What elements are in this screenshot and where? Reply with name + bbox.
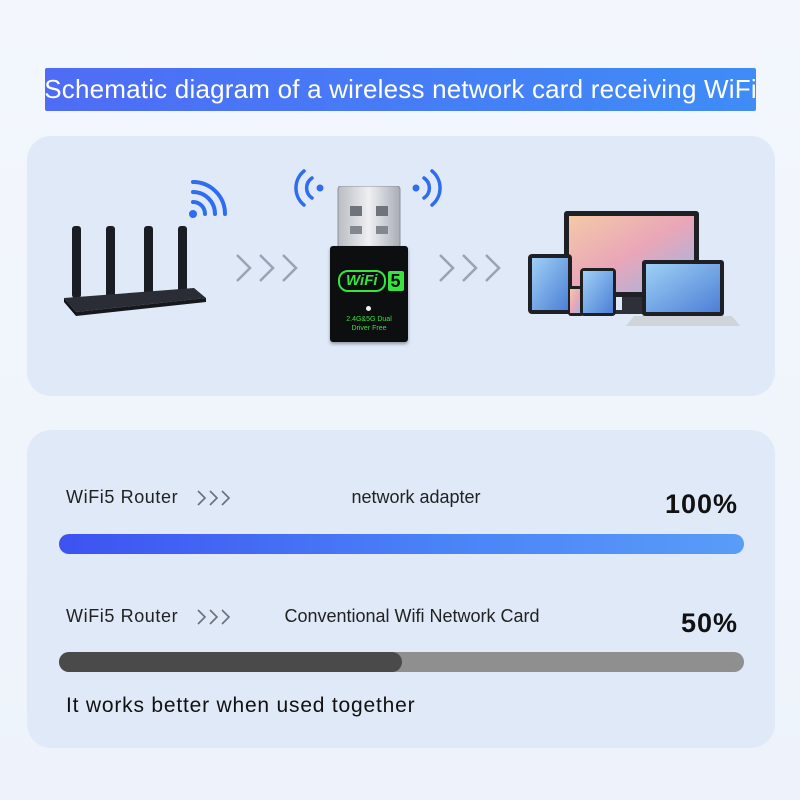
status-led xyxy=(366,306,371,311)
row1-progress-track xyxy=(59,534,744,554)
chevrons-right-icon xyxy=(439,254,501,282)
row2-center-label: Conventional Wifi Network Card xyxy=(284,606,540,626)
row2-progress-fill xyxy=(59,652,402,672)
adapter-spec-line1: 2.4G&5G Dual xyxy=(346,316,392,323)
chevrons-right-icon xyxy=(197,490,231,506)
signal-wave-left-icon xyxy=(294,169,324,207)
devices-illustration xyxy=(528,211,740,326)
row2-percent-label: 50% xyxy=(681,608,739,638)
row1-center-label: network adapter xyxy=(351,487,481,507)
row1-router-label: WiFi5 Router xyxy=(66,487,179,507)
row1-progress-fill xyxy=(59,534,744,554)
footer-note: It works better when used together xyxy=(66,694,416,717)
usb-connector xyxy=(337,186,401,248)
row2-router-label: WiFi5 Router xyxy=(66,606,179,626)
page-title: Schematic diagram of a wireless network … xyxy=(44,74,757,104)
row1-percent-label: 100% xyxy=(665,489,739,519)
wifi5-logo: WiFi 5 xyxy=(338,270,404,292)
usb-wifi-adapter: WiFi 5 2.4G&5G Dual Driver Free xyxy=(330,186,408,344)
wifi-logo-number: 5 xyxy=(387,271,404,291)
adapter-body: WiFi 5 2.4G&5G Dual Driver Free xyxy=(330,246,408,342)
row2-progress-track xyxy=(59,652,744,672)
wifi-signal-icon xyxy=(189,180,227,218)
comparison-panel xyxy=(27,430,775,748)
chevrons-right-icon xyxy=(197,609,231,625)
wifi-logo-text: WiFi xyxy=(338,270,386,292)
adapter-spec-line2: Driver Free xyxy=(351,325,387,332)
chevrons-right-icon xyxy=(236,254,298,282)
title-banner: Schematic diagram of a wireless network … xyxy=(44,68,757,111)
signal-wave-right-icon xyxy=(412,169,442,207)
router-illustration xyxy=(64,226,206,316)
